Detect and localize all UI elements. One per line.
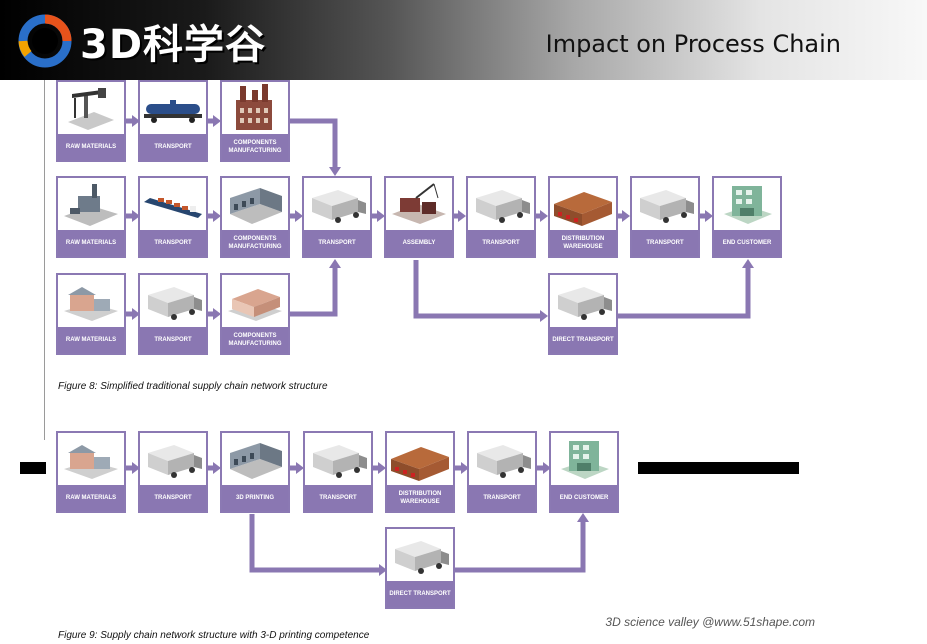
house-plant-icon [64,287,118,321]
node-label: DISTRIBUTION WAREHOUSE [550,230,616,256]
node-transport: TRANSPORT [630,176,700,258]
node-transport: TRANSPORT [138,273,208,355]
header-banner: 3D科学谷 Impact on Process Chain [0,0,927,80]
truck-icon [640,190,694,223]
truck-icon [312,190,366,223]
node-label: TRANSPORT [304,230,370,256]
node-label: TRANSPORT [140,230,206,256]
shop-building-icon [724,186,772,224]
node-label: TRANSPORT [305,485,371,511]
accent-bar-right [638,462,799,474]
footer-credit: 3D science valley @www.51shape.com [605,615,815,629]
logo-text: 3D科学谷 [80,22,267,68]
truck-icon [395,541,449,574]
workshop-icon [228,289,282,321]
node-label: DIRECT TRANSPORT [387,581,453,607]
node-end-customer: END CUSTOMER [549,431,619,513]
truck-icon [148,445,202,478]
house-plant-icon [64,445,118,479]
oil-pump-icon [68,88,114,130]
node-transport: TRANSPORT [467,431,537,513]
node-components-manufacturing: COMPONENTS MANUFACTURING [220,176,290,258]
factory-hall-icon [230,443,282,479]
page-margin-line [44,80,45,440]
node-direct-transport: DIRECT TRANSPORT [385,527,455,609]
node-label: END CUSTOMER [714,230,780,256]
ship-icon [144,198,202,218]
node-label: RAW MATERIALS [58,327,124,353]
node-distribution-warehouse: DISTRIBUTION WAREHOUSE [548,176,618,258]
truck-icon [558,287,612,320]
node-components-manufacturing: COMPONENTS MANUFACTURING [220,80,290,162]
node-transport: TRANSPORT [303,431,373,513]
node-label: 3D PRINTING [222,485,288,511]
node-label: RAW MATERIALS [58,134,124,160]
node-label: TRANSPORT [469,485,535,511]
node-raw-materials: RAW MATERIALS [56,273,126,355]
refinery-icon [64,184,118,226]
node-label: RAW MATERIALS [58,230,124,256]
warehouse-icon [391,447,449,481]
node-label: TRANSPORT [140,485,206,511]
node-label: RAW MATERIALS [58,485,124,511]
truck-icon [148,287,202,320]
accent-bar-left [20,462,46,474]
figure9-caption: Figure 9: Supply chain network structure… [58,630,370,641]
node-label: TRANSPORT [468,230,534,256]
warehouse-icon [554,192,612,226]
node-label: COMPONENTS MANUFACTURING [222,134,288,160]
train-icon [144,100,202,123]
node-label: TRANSPORT [140,134,206,160]
node-transport: TRANSPORT [138,80,208,162]
node-label: TRANSPORT [140,327,206,353]
node-3d-printing: 3D PRINTING [220,431,290,513]
node-label: COMPONENTS MANUFACTURING [222,230,288,256]
node-end-customer: END CUSTOMER [712,176,782,258]
truck-icon [476,190,530,223]
node-raw-materials: RAW MATERIALS [56,176,126,258]
node-label: DIRECT TRANSPORT [550,327,616,353]
node-transport: TRANSPORT [138,431,208,513]
truck-icon [477,445,531,478]
shop-building-icon [561,441,609,479]
node-raw-materials: RAW MATERIALS [56,80,126,162]
node-label: ASSEMBLY [386,230,452,256]
logo-ring-icon [18,14,72,68]
node-direct-transport: DIRECT TRANSPORT [548,273,618,355]
logo: 3D科学谷 [18,10,266,72]
slide-title: Impact on Process Chain [545,30,841,58]
node-components-manufacturing: COMPONENTS MANUFACTURING [220,273,290,355]
assembly-plant-icon [392,183,446,224]
truck-icon [313,445,367,478]
node-label: COMPONENTS MANUFACTURING [222,327,288,353]
node-assembly: ASSEMBLY [384,176,454,258]
node-transport: TRANSPORT [138,176,208,258]
node-transport: TRANSPORT [466,176,536,258]
node-label: TRANSPORT [632,230,698,256]
node-raw-materials: RAW MATERIALS [56,431,126,513]
figure8-caption: Figure 8: Simplified traditional supply … [58,381,328,392]
node-label: DISTRIBUTION WAREHOUSE [387,485,453,511]
node-distribution-warehouse: DISTRIBUTION WAREHOUSE [385,431,455,513]
brick-factory-icon [236,84,272,130]
factory-hall-icon [230,188,282,224]
node-label: END CUSTOMER [551,485,617,511]
node-transport-hub: TRANSPORT [302,176,372,258]
